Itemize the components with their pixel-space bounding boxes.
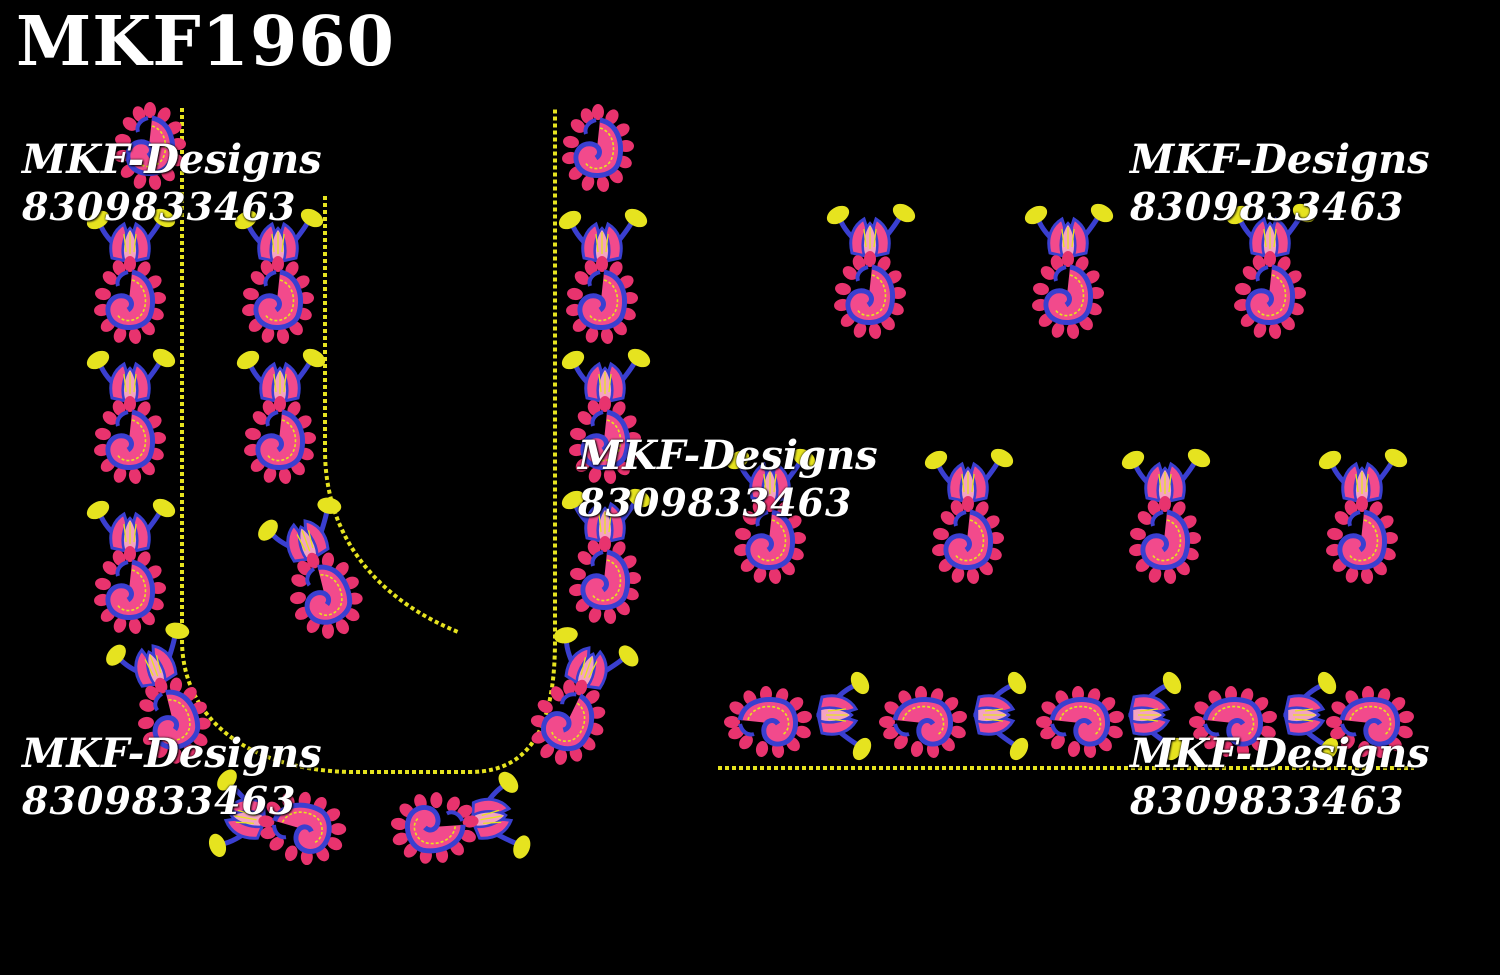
watermark-phone: 8309833463: [1130, 778, 1405, 823]
watermark-phone: 8309833463: [22, 778, 297, 823]
watermark-brand: MKF-Designs: [1130, 136, 1430, 183]
watermark-phone: 8309833463: [22, 184, 297, 229]
watermark-brand: MKF-Designs: [22, 136, 322, 183]
watermark-phone: 8309833463: [1130, 184, 1405, 229]
watermark-brand: MKF-Designs: [1130, 730, 1430, 777]
watermark-bottom-left: MKF-Designs 8309833463: [22, 730, 322, 824]
watermark-bottom-right: MKF-Designs 8309833463: [1130, 730, 1430, 824]
butta-motifs: [724, 200, 1411, 585]
watermark-top-right: MKF-Designs 8309833463: [1130, 136, 1430, 230]
border-strip: [718, 669, 1415, 770]
watermark-phone: 8309833463: [578, 480, 853, 525]
watermark-top-left: MKF-Designs 8309833463: [22, 136, 322, 230]
neckline-design: [84, 102, 654, 883]
watermark-brand: MKF-Designs: [22, 730, 322, 777]
design-code: MKF1960: [16, 2, 395, 82]
watermark-center: MKF-Designs 8309833463: [578, 432, 878, 526]
watermark-brand: MKF-Designs: [578, 432, 878, 479]
